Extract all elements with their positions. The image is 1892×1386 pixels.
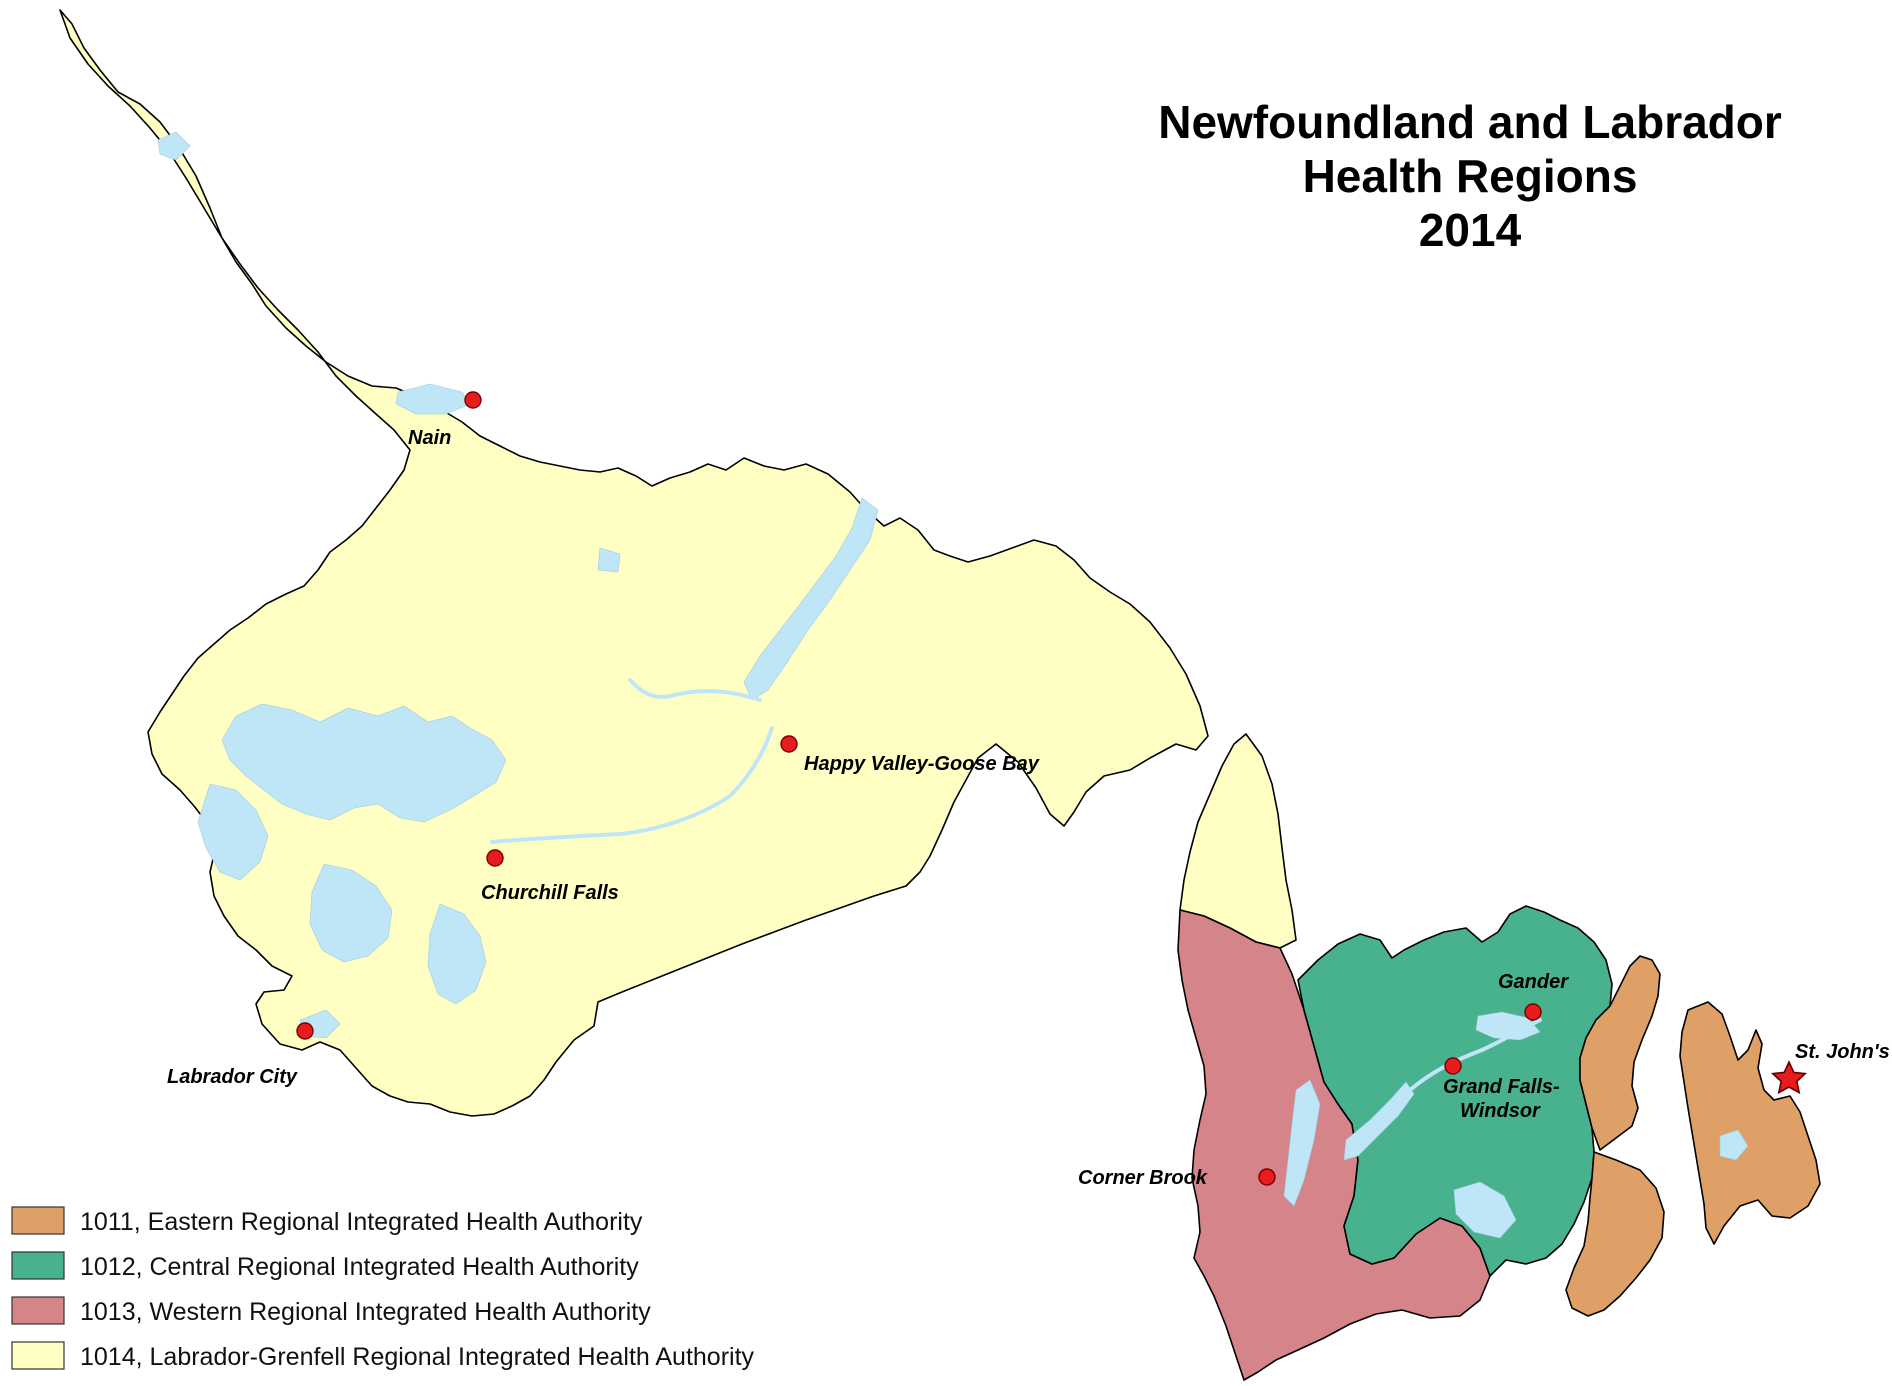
exploits-river [1408, 1018, 1542, 1092]
naskaupi-river [628, 678, 762, 702]
legend-swatch-central [11, 1251, 65, 1280]
city-marker-grand-falls [1444, 1057, 1462, 1075]
place-label-grand-falls-line-1: Grand Falls- [1443, 1076, 1560, 1098]
place-label-st-johns: St. John's [1795, 1041, 1890, 1063]
map-title-line-3: 2014 [1419, 204, 1522, 256]
legend-swatch-western [11, 1296, 65, 1325]
place-label-corner-brook: Corner Brook [1078, 1167, 1208, 1189]
lake-melville [743, 497, 879, 701]
capital-star-st-johns [1770, 1060, 1808, 1095]
city-marker-goose-bay [780, 735, 798, 753]
city-marker-churchill-falls [486, 849, 504, 867]
red-indian-lake [1343, 1081, 1415, 1161]
city-marker-corner-brook [1258, 1168, 1276, 1186]
city-marker-nain [464, 391, 482, 409]
legend-swatch-eastern [11, 1206, 65, 1235]
map-title-line-1: Newfoundland and Labrador [1158, 96, 1782, 148]
legend-label-eastern: 1011, Eastern Regional Integrated Health… [80, 1208, 643, 1236]
lake-cluster-west [197, 783, 269, 881]
place-label-goose-bay: Happy Valley-Goose Bay [804, 753, 1040, 775]
legend-label-labrador-grenfell: 1014, Labrador-Grenfell Regional Integra… [80, 1343, 755, 1371]
lake-small-1 [597, 547, 621, 573]
churchill-river [490, 726, 774, 844]
place-label-grand-falls-line-2: Windsor [1460, 1100, 1541, 1122]
lake-north-nain [395, 383, 471, 415]
deer-lake [1283, 1079, 1321, 1207]
legend-label-western: 1013, Western Regional Integrated Health… [80, 1298, 651, 1326]
place-label-labrador-city: Labrador City [167, 1066, 298, 1088]
lake-central-south [1453, 1181, 1517, 1239]
place-label-churchill-falls: Churchill Falls [481, 882, 619, 904]
place-label-nain: Nain [408, 427, 451, 449]
region-eastern-bonavista [1579, 955, 1661, 1151]
legend-swatch-labrador-grenfell [11, 1341, 65, 1370]
map-title-line-2: Health Regions [1303, 150, 1638, 202]
region-labrador-grenfell [59, 9, 1209, 1117]
lake-small-3 [157, 131, 191, 161]
region-eastern-avalon [1679, 1001, 1821, 1245]
lake-cluster-southeast [427, 903, 487, 1005]
region-eastern-burin [1565, 1151, 1665, 1317]
legend: 1011, Eastern Regional Integrated Health… [11, 1206, 755, 1371]
lake-cluster-south [309, 863, 393, 963]
city-marker-labrador-city [296, 1022, 314, 1040]
lake-gander [1475, 1011, 1541, 1041]
city-marker-gander [1524, 1003, 1542, 1021]
smallwood-reservoir [221, 703, 507, 823]
legend-label-central: 1012, Central Regional Integrated Health… [80, 1253, 639, 1281]
lake-avalon [1719, 1129, 1749, 1161]
place-label-gander: Gander [1498, 971, 1569, 993]
